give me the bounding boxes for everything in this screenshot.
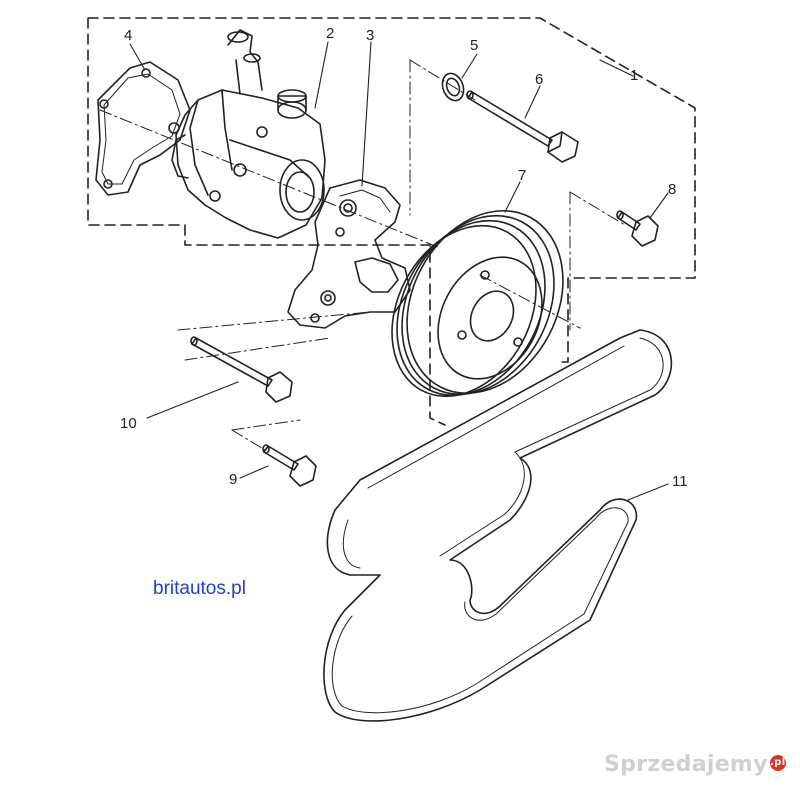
callout-11: 11	[672, 473, 688, 490]
drive-belt	[323, 329, 673, 722]
callout-6: 6	[535, 71, 543, 88]
o-ring	[441, 72, 465, 102]
mounting-bolt-long	[190, 336, 293, 403]
short-bolt-lower	[262, 444, 317, 487]
watermark: Sprzedajemy.pl	[604, 752, 786, 777]
pulley	[391, 209, 564, 398]
callout-10: 10	[120, 415, 137, 432]
callout-3: 3	[366, 27, 374, 44]
callout-1: 1	[630, 67, 638, 84]
callout-8: 8	[668, 181, 676, 198]
pump-bracket	[287, 179, 411, 329]
callout-5: 5	[470, 37, 478, 54]
mounting-plate	[95, 61, 191, 196]
long-bolt	[466, 90, 579, 163]
watermark-badge: .pl	[769, 755, 786, 771]
short-bolt-upper	[616, 210, 659, 247]
site-link[interactable]: britautos.pl	[153, 578, 246, 599]
callout-9: 9	[229, 471, 237, 488]
leader-lines	[129, 41, 669, 501]
callout-2: 2	[326, 25, 334, 42]
power-steering-pump	[171, 29, 326, 239]
watermark-text: Sprzedajemy	[604, 752, 768, 777]
callout-7: 7	[518, 167, 526, 184]
callout-4: 4	[124, 27, 132, 44]
assembly-outline	[87, 17, 696, 426]
